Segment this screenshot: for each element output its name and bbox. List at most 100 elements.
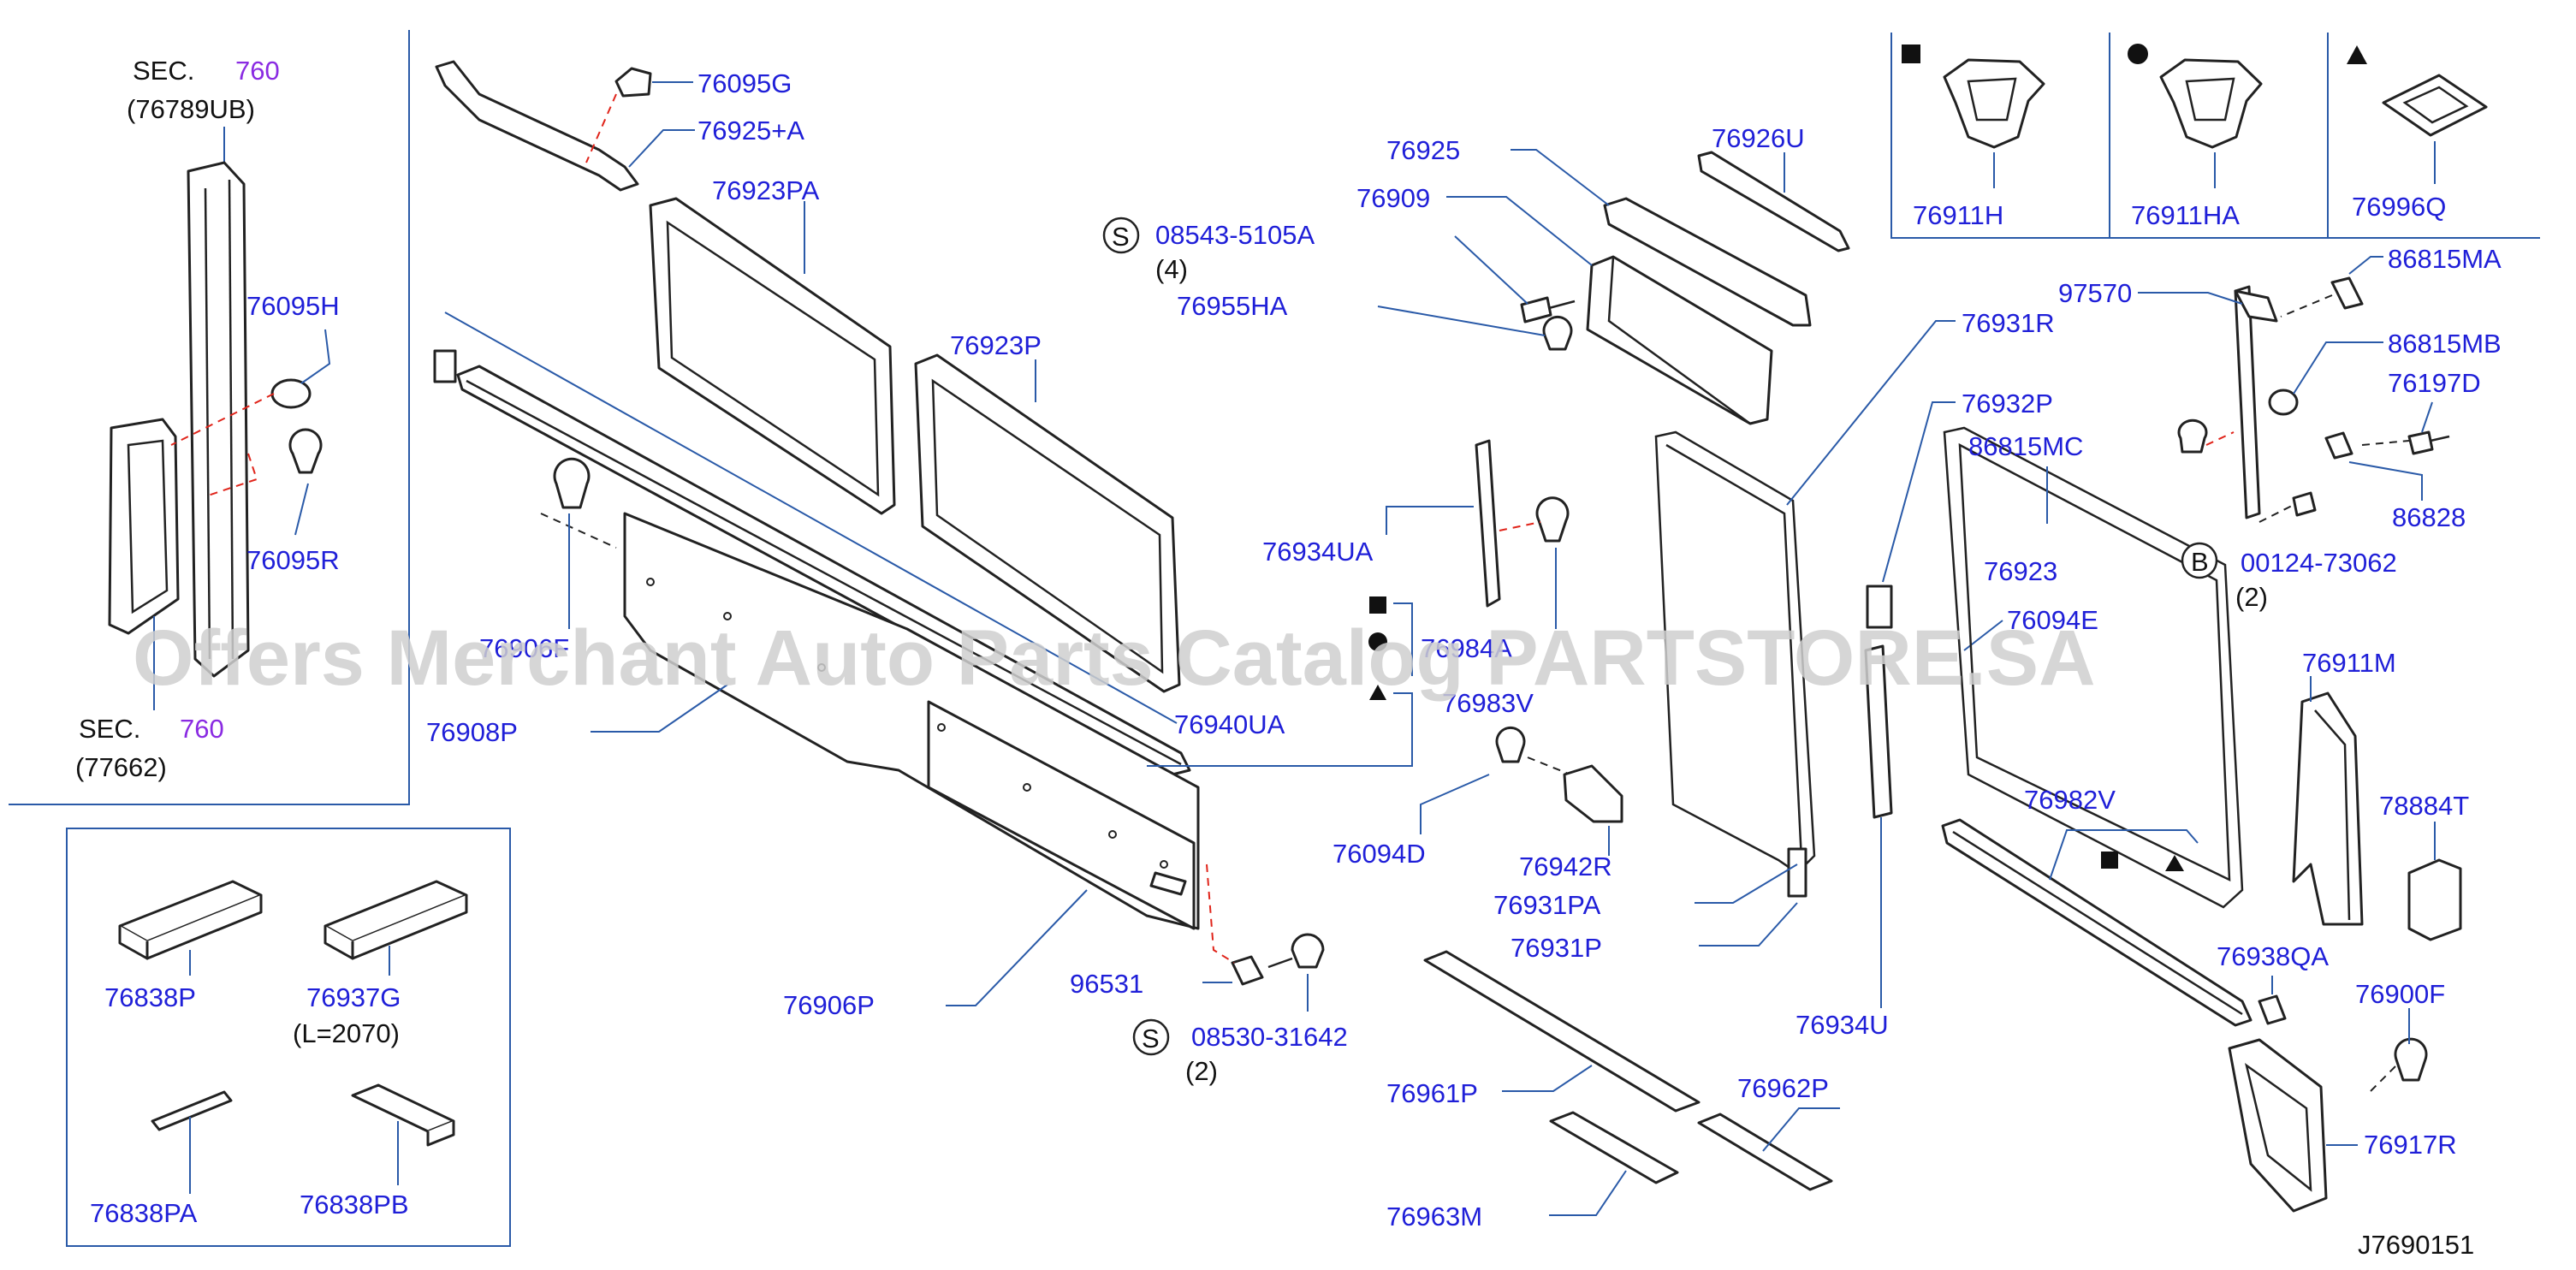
- label-76917R[interactable]: 76917R: [2364, 1130, 2457, 1160]
- legend-part-76911H[interactable]: 76911H: [1913, 200, 2003, 230]
- label-76926U[interactable]: 76926U: [1712, 123, 1805, 153]
- label-76094E[interactable]: 76094E: [2007, 605, 2098, 635]
- label-76942R[interactable]: 76942R: [1519, 852, 1612, 881]
- leader-76982V: [2049, 829, 2199, 881]
- label-76923P[interactable]: 76923P: [950, 330, 1042, 360]
- sec-ref-prefix-1: SEC.: [133, 56, 194, 86]
- legend-part-76996Q[interactable]: 76996Q: [2352, 192, 2446, 222]
- pad-76996q-inner: [2402, 86, 2469, 124]
- label-76962P[interactable]: 76962P: [1737, 1073, 1829, 1103]
- label-76982V[interactable]: 76982V: [2024, 785, 2116, 815]
- leader-76962P: [1762, 1107, 1840, 1152]
- seal-76923pa-inner: [666, 220, 880, 497]
- label-76909[interactable]: 76909: [1356, 183, 1430, 213]
- leader-76931PA: [1695, 863, 1798, 904]
- leader-76925A: [628, 129, 695, 168]
- dash-76095h: [170, 393, 275, 446]
- bolt-ref-part-2[interactable]: 08530-31642: [1191, 1022, 1348, 1052]
- panel-hole: [937, 723, 946, 732]
- weatherstrip-76931r-inner: [1665, 443, 1803, 861]
- label-76838PA[interactable]: 76838PA: [90, 1198, 198, 1228]
- leader-marker-group: [1393, 602, 1413, 676]
- label-76937G[interactable]: 76937G: [306, 982, 401, 1012]
- label-86815MB[interactable]: 86815MB: [2388, 329, 2502, 359]
- label-76197D[interactable]: 76197D: [2388, 368, 2481, 398]
- dash-76906f: [540, 513, 617, 549]
- label-76984A[interactable]: 76984A: [1421, 633, 1512, 663]
- label-86828[interactable]: 86828: [2392, 502, 2466, 532]
- label-76838P[interactable]: 76838P: [104, 982, 196, 1012]
- label-76908P[interactable]: 76908P: [426, 717, 518, 747]
- label-76955HA[interactable]: 76955HA: [1177, 291, 1288, 321]
- clip-inset: 76911H 76911HA 76996Q: [1902, 44, 2488, 230]
- bolt-00124-head: [2292, 491, 2317, 517]
- leader-76963M: [1549, 1170, 1627, 1216]
- strip-inset-frame: [66, 828, 511, 1247]
- dash-76095g: [585, 93, 617, 163]
- label-76934U[interactable]: 76934U: [1795, 1010, 1889, 1040]
- right-assembly: 76923 86815MC 97570 86815MA 86815MB 7619…: [1941, 244, 2502, 1213]
- bolt-ref-part-1[interactable]: 08543-5105A: [1155, 220, 1315, 250]
- label-76925[interactable]: 76925: [1386, 135, 1460, 165]
- label-76938QA[interactable]: 76938QA: [2217, 941, 2329, 971]
- block-76932p-part: [1866, 585, 1893, 629]
- label-76931P[interactable]: 76931P: [1511, 933, 1602, 963]
- leader-76932P: [1882, 401, 1956, 583]
- label-86815MA[interactable]: 86815MA: [2388, 244, 2502, 274]
- bracket-97570-part: [2234, 285, 2261, 519]
- bracket-76942r-part: [1563, 764, 1623, 823]
- label-76900F[interactable]: 76900F: [2355, 979, 2445, 1009]
- sec-ref-number-1[interactable]: 760: [235, 56, 280, 86]
- label-86815MC[interactable]: 86815MC: [1968, 431, 2083, 461]
- bolt-ref-qty-2: (2): [1185, 1056, 1218, 1086]
- label-76940UA[interactable]: 76940UA: [1174, 709, 1285, 739]
- label-76961P[interactable]: 76961P: [1386, 1078, 1478, 1108]
- label-76963M[interactable]: 76963M: [1386, 1202, 1482, 1231]
- label-76906P[interactable]: 76906P: [783, 990, 875, 1020]
- leader-76931P: [1699, 902, 1798, 947]
- rail-76925a-part: [435, 60, 639, 192]
- label-76911M[interactable]: 76911M: [2302, 648, 2396, 678]
- bolt-ref-s-badge-1: [1102, 217, 1140, 254]
- clip-76911ha-part: [2159, 58, 2263, 149]
- legend-square-symbol: [1902, 45, 1920, 63]
- leader-86815MB: [2293, 341, 2383, 395]
- label-97570[interactable]: 97570: [2058, 278, 2132, 308]
- leader-76095H: [300, 329, 331, 384]
- label-76923PA[interactable]: 76923PA: [712, 175, 820, 205]
- label-76932P[interactable]: 76932P: [1962, 389, 2053, 418]
- panel-hole: [1160, 860, 1168, 869]
- legend-part-76911HA[interactable]: 76911HA: [2131, 200, 2240, 230]
- label-76931PA[interactable]: 76931PA: [1493, 890, 1601, 920]
- rail-triangle-marker: [2165, 855, 2184, 871]
- label-96531[interactable]: 96531: [1070, 969, 1143, 999]
- label-76906F[interactable]: 76906F: [479, 633, 569, 663]
- bolt-ref-part-3[interactable]: 00124-73062: [2241, 548, 2397, 578]
- leader-76094D: [1420, 774, 1490, 834]
- screw-08530-part: [1291, 933, 1325, 969]
- mat-76961p-part: [1423, 950, 1701, 1113]
- pad-76996q-part: [2382, 74, 2488, 137]
- dash-76900f: [2370, 1065, 2397, 1092]
- label-76925A[interactable]: 76925+A: [697, 116, 804, 145]
- label-76931R[interactable]: 76931R: [1962, 308, 2055, 338]
- label-76095G[interactable]: 76095G: [697, 68, 792, 98]
- pillar-trim-edge: [204, 187, 211, 660]
- label-76983V[interactable]: 76983V: [1442, 688, 1534, 718]
- label-76923[interactable]: 76923: [1984, 556, 2057, 586]
- label-76095H[interactable]: 76095H: [246, 291, 340, 321]
- label-78884T[interactable]: 78884T: [2379, 791, 2469, 821]
- label-76095R[interactable]: 76095R: [246, 545, 340, 575]
- strip-76838pb-part: [351, 1083, 455, 1133]
- side-trim-panel-inner: [127, 439, 169, 614]
- label-76838PB[interactable]: 76838PB: [300, 1190, 409, 1220]
- clip-76900f-part: [2394, 1037, 2428, 1082]
- label-76934UA[interactable]: 76934UA: [1262, 537, 1374, 567]
- screw-08530-shank: [1267, 957, 1293, 969]
- sec-ref-number-2[interactable]: 760: [180, 714, 224, 744]
- pillar-76911m-part: [2292, 691, 2364, 926]
- panel-holes: [646, 578, 1168, 869]
- label-76094D[interactable]: 76094D: [1333, 839, 1426, 869]
- bolt-08543-shank: [1548, 300, 1576, 310]
- bracket-76917r-part: [2228, 1038, 2328, 1213]
